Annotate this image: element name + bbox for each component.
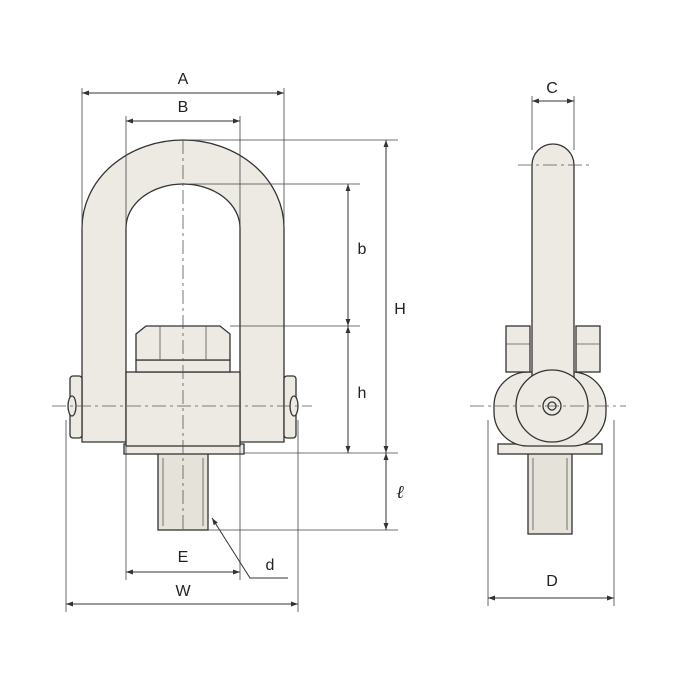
label-D: D (546, 573, 558, 590)
side-bolt (527, 449, 573, 535)
side-view (470, 143, 626, 535)
front-view (52, 139, 312, 531)
label-E: E (178, 549, 189, 566)
dimension-lines (66, 90, 614, 607)
label-W: W (175, 583, 191, 600)
side-left-nut (505, 325, 531, 373)
label-H: H (394, 301, 406, 318)
label-l: ℓ (396, 482, 404, 502)
label-B: B (178, 99, 189, 116)
label-b: b (358, 241, 367, 258)
label-h: h (358, 385, 367, 402)
extension-lines (65, 88, 615, 612)
leader-d (211, 517, 288, 579)
side-right-nut (575, 325, 601, 373)
front-shackle (81, 139, 285, 443)
dimension-labels: A B b H h ℓ E d W C D (175, 71, 557, 600)
label-d: d (266, 557, 275, 574)
label-C: C (546, 80, 558, 97)
side-shackle (531, 143, 575, 385)
label-A: A (178, 71, 189, 88)
